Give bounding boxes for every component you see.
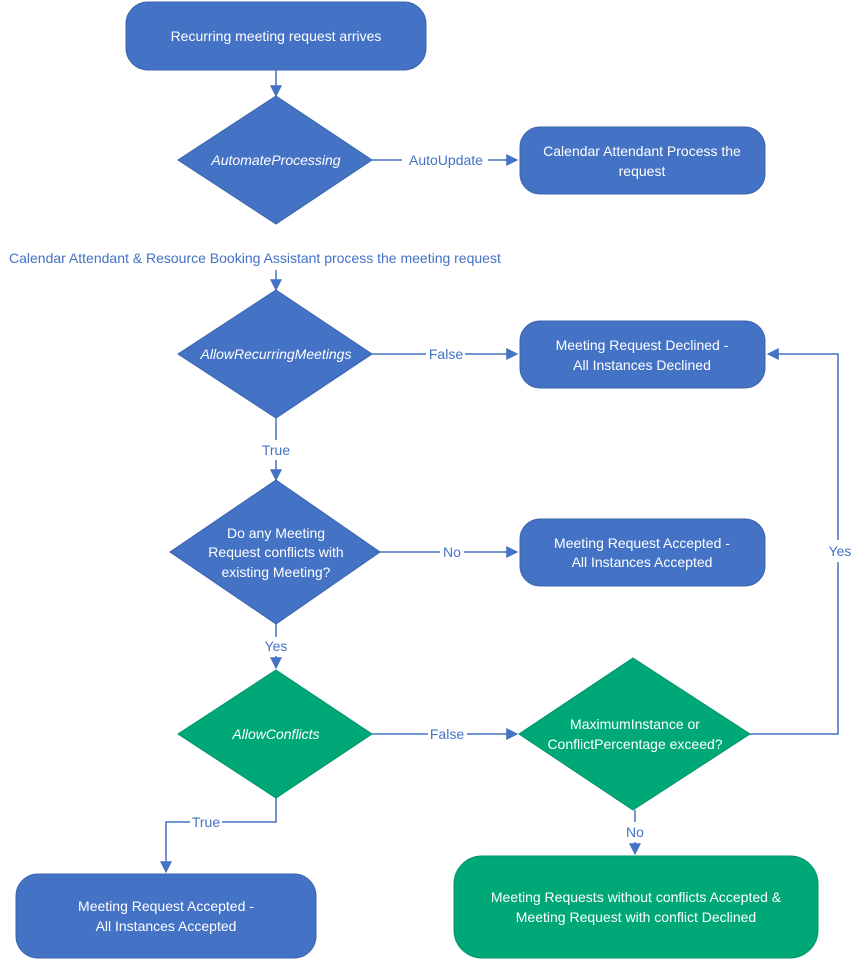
calendar-attendant-process-node: Calendar Attendant Process the request — [519, 126, 766, 195]
declined-all-node: Meeting Request Declined - All Instances… — [519, 320, 766, 389]
declined-all-label-line2: All Instances Declined — [573, 357, 711, 373]
edge-label-recurring-true: True — [262, 442, 290, 458]
accepted-all-right-label-line1: Meeting Request Accepted - — [554, 535, 730, 551]
conflicts-decision: Do any Meeting Request conflicts with ex… — [169, 479, 381, 625]
allow-conflicts-label: AllowConflicts — [231, 726, 319, 742]
partial-accept-label-line1: Meeting Requests without conflicts Accep… — [491, 889, 782, 905]
automate-processing-label: AutomateProcessing — [210, 152, 340, 168]
accepted-all-bottom-label-line1: Meeting Request Accepted - — [78, 898, 254, 914]
max-instance-label-line1: MaximumInstance or — [570, 716, 700, 732]
allow-conflicts-decision: AllowConflicts — [177, 669, 373, 799]
edge-max-yes-to-declined-b — [766, 348, 839, 540]
edge-label-max-no: No — [626, 824, 644, 840]
edge-allowconflicts-to-accepted-bottom — [222, 798, 277, 823]
max-instance-decision: MaximumInstance or ConflictPercentage ex… — [518, 657, 751, 811]
start-node: Recurring meeting request arrives — [125, 1, 427, 71]
edge-label-conflicts-no: No — [443, 544, 461, 560]
edge-max-yes-to-declined-a — [750, 562, 839, 735]
calendar-attendant-label-line2: request — [619, 163, 666, 179]
accepted-all-right-label-line2: All Instances Accepted — [572, 554, 713, 570]
edge-label-recurring-false: False — [429, 346, 463, 362]
start-node-label: Recurring meeting request arrives — [171, 28, 382, 44]
accepted-all-bottom-node: Meeting Request Accepted - All Instances… — [15, 873, 317, 959]
conflicts-label-line1: Do any Meeting — [227, 525, 325, 541]
processing-note: Calendar Attendant & Resource Booking As… — [9, 250, 501, 266]
accepted-all-right-node: Meeting Request Accepted - All Instances… — [519, 518, 766, 587]
allow-recurring-decision: AllowRecurringMeetings — [177, 289, 373, 419]
edge-label-conflicts-yes: Yes — [265, 638, 288, 654]
allow-recurring-label: AllowRecurringMeetings — [200, 346, 352, 362]
max-instance-label-line2: ConflictPercentage exceed? — [547, 736, 722, 752]
partial-accept-node: Meeting Requests without conflicts Accep… — [453, 855, 819, 959]
declined-all-label-line1: Meeting Request Declined - — [556, 337, 729, 353]
conflicts-label-line3: existing Meeting? — [222, 564, 331, 580]
partial-accept-label-line2: Meeting Request with conflict Declined — [516, 909, 756, 925]
edge-label-allowconflicts-false: False — [430, 726, 464, 742]
automate-processing-decision: AutomateProcessing — [177, 95, 373, 225]
edge-label-max-yes: Yes — [829, 543, 852, 559]
accepted-all-bottom-label-line2: All Instances Accepted — [96, 918, 237, 934]
edge-allowconflicts-to-accepted-bottom-b — [160, 821, 190, 874]
conflicts-label-line2: Request conflicts with — [208, 544, 343, 560]
edge-label-autoupdate: AutoUpdate — [409, 152, 483, 168]
calendar-attendant-label-line1: Calendar Attendant Process the — [543, 143, 741, 159]
edge-label-allowconflicts-true: True — [192, 814, 220, 830]
